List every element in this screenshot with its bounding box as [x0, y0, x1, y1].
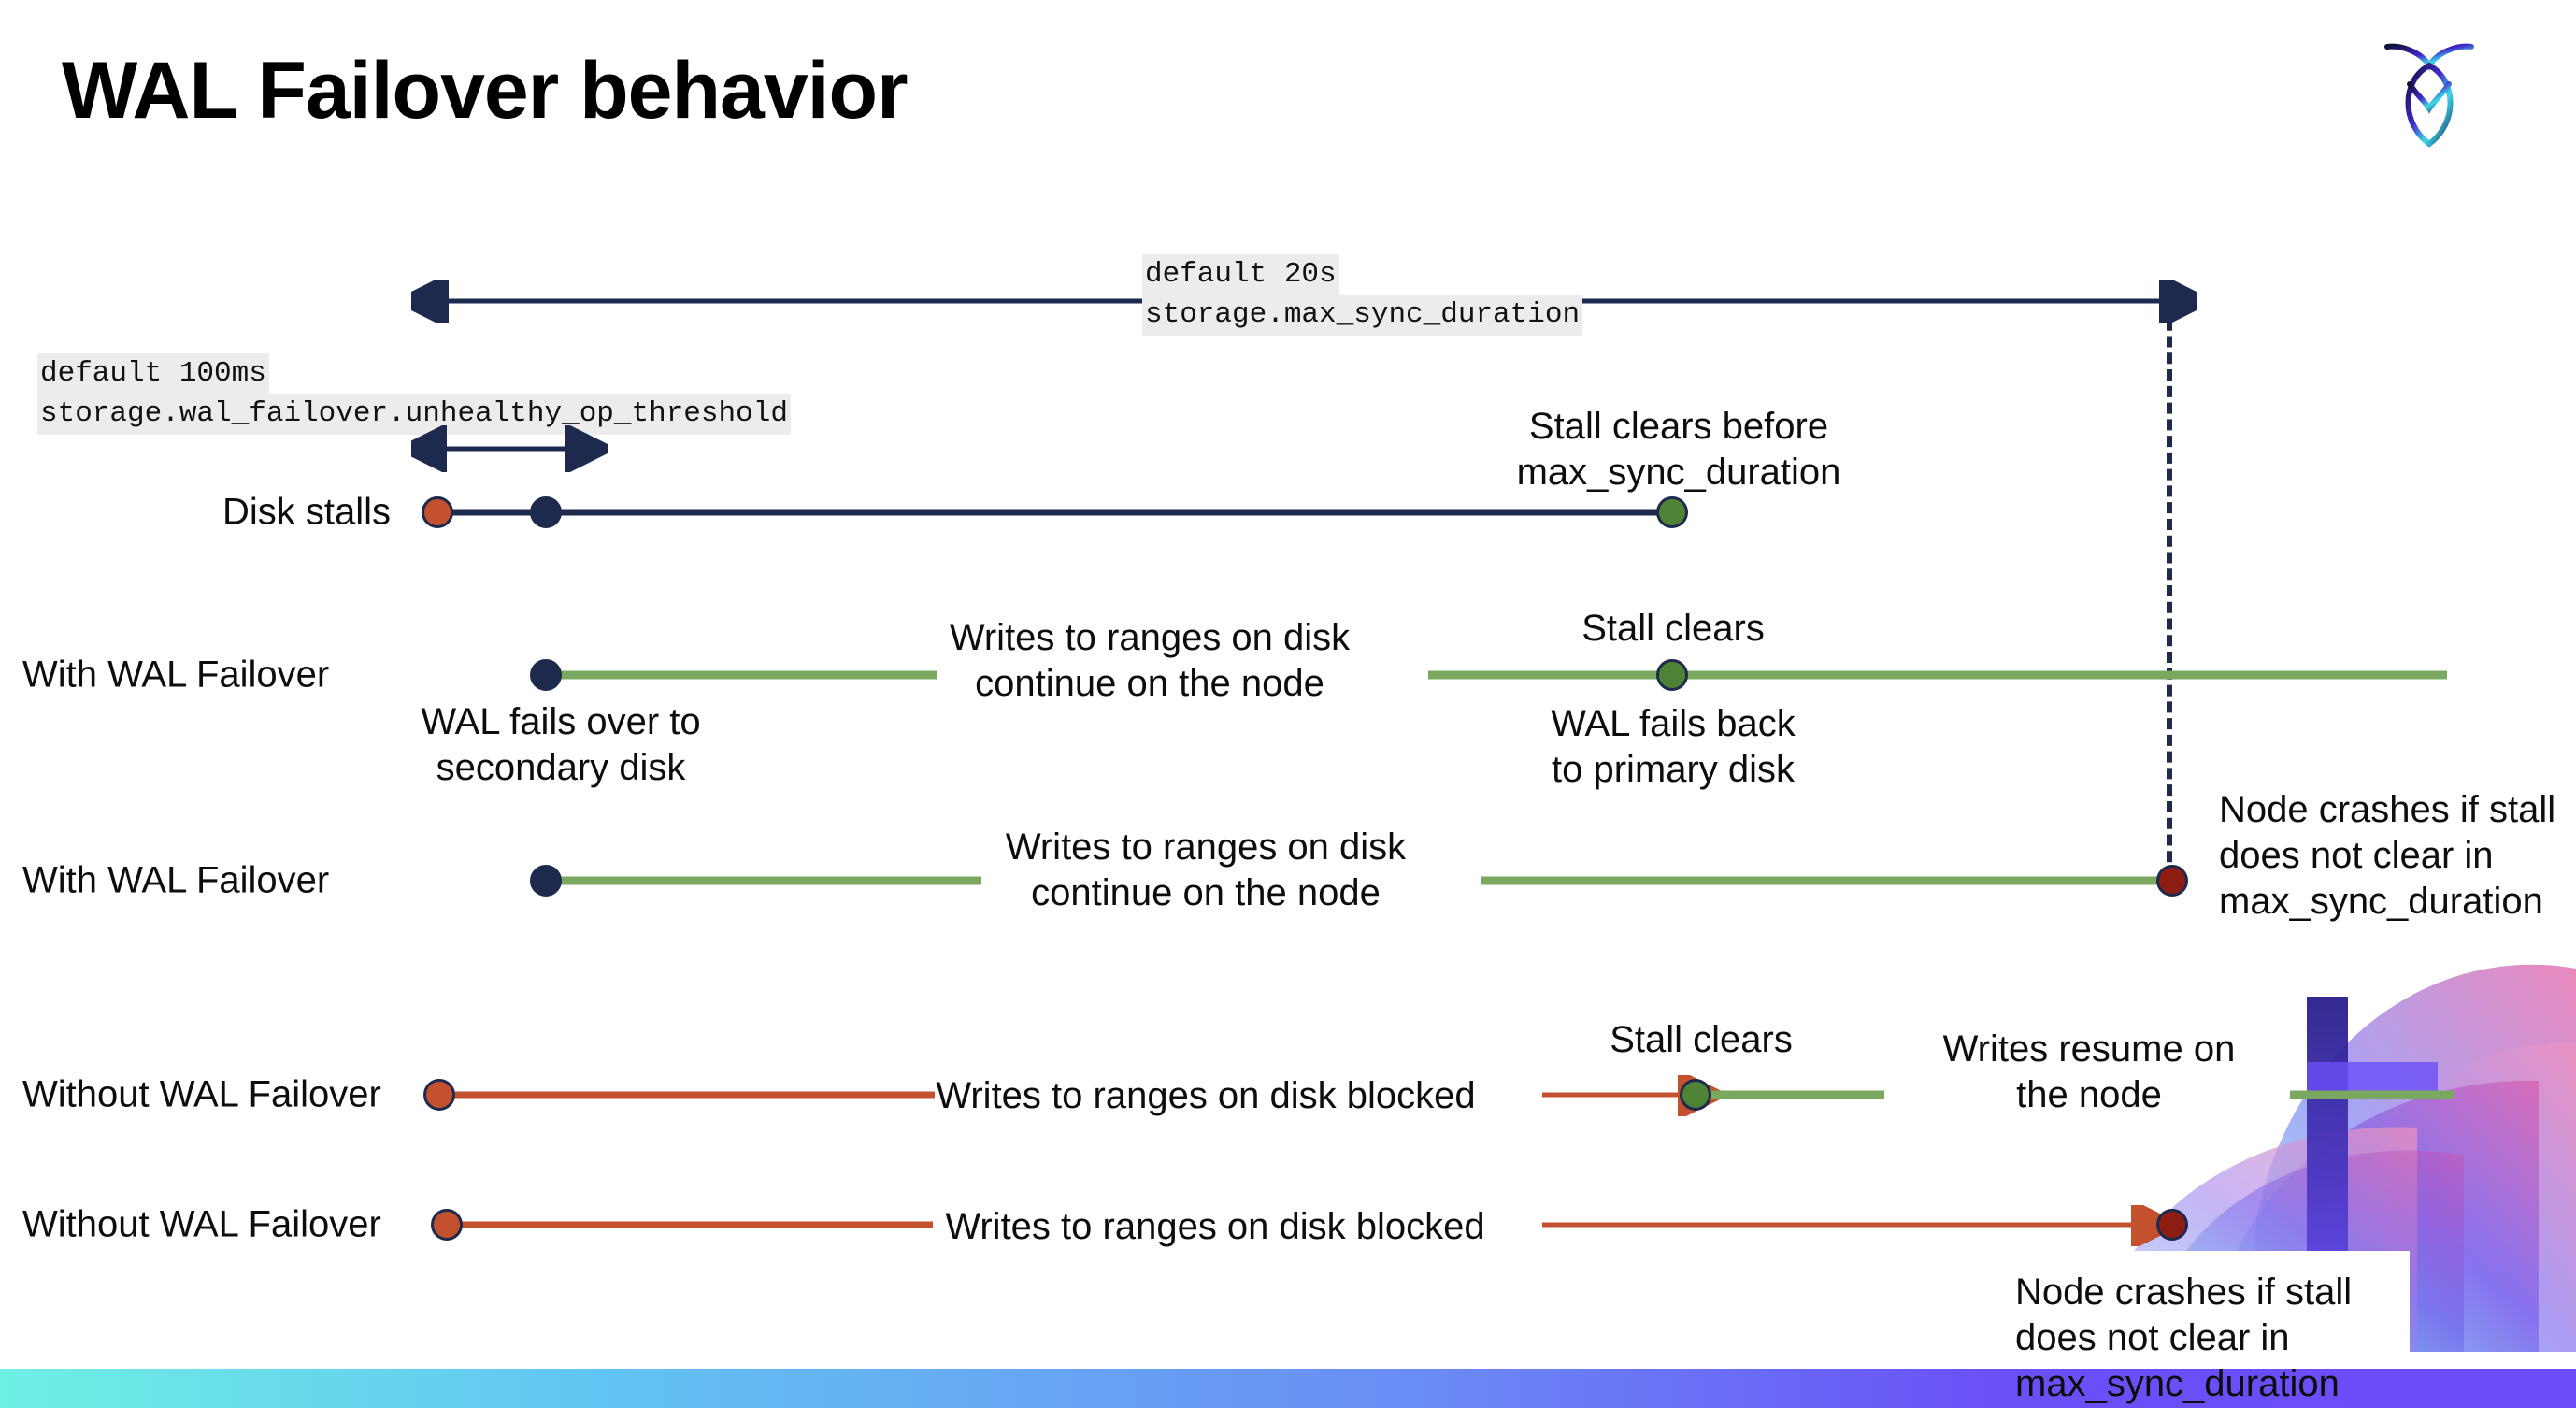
wal-failover-secondary-segment-2 [546, 876, 981, 885]
disk-stall-clear-dot [1656, 496, 1688, 528]
annotation-writes-resume: Writes resume on the node [1942, 1028, 2236, 1115]
without-wal-resume-segment-1 [1701, 1090, 1884, 1099]
annotation-stall-clears-2: Stall clears [1610, 1019, 1793, 1060]
page-title: WAL Failover behavior [62, 46, 909, 136]
annotation-node-crashes-1: Node crashes if stall does not clear in … [2219, 789, 2556, 922]
disk-stall-start-dot [422, 496, 453, 528]
wal-failover-node-crash-dot [2156, 865, 2188, 897]
unhealthy-op-default-chip: default 100ms [37, 353, 269, 395]
unhealthy-op-threshold-span-arrow [411, 425, 608, 472]
row-label-without-wal-failover-2: Without WAL Failover [22, 1203, 381, 1245]
wal-failover-stall-clear-dot-1 [1656, 659, 1688, 691]
cockroach-logo-icon [2368, 26, 2490, 157]
annotation-writes-blocked-2: Writes to ranges on disk blocked [945, 1206, 1485, 1247]
wal-failover-start-dot-2 [530, 865, 562, 897]
annotation-stall-clears-before-max: Stall clears before max_sync_duration [1516, 406, 1841, 493]
without-wal-blocked-arrow-1 [1542, 1075, 1729, 1116]
without-wal-resume-segment-1b [2290, 1090, 2454, 1099]
disk-stall-threshold-dot [530, 496, 562, 528]
wal-failover-secondary-segment-2b [1481, 876, 2172, 885]
annotation-writes-continue-1: Writes to ranges on disk continue on the… [949, 617, 1351, 704]
row-label-with-wal-failover-1: With WAL Failover [22, 654, 330, 696]
row-label-with-wal-failover-2: With WAL Failover [22, 859, 330, 901]
without-wal-node-crash-dot [2156, 1209, 2188, 1241]
row-label-disk-stalls: Disk stalls [222, 491, 392, 533]
disk-stall-timeline-segment [437, 509, 1681, 516]
without-wal-blocked-segment-1 [439, 1091, 935, 1099]
wal-failover-start-dot-1 [530, 659, 562, 691]
without-wal-blocked-arrow-2 [1542, 1205, 2178, 1246]
annotation-wal-fails-over: WAL fails over to secondary disk [421, 701, 701, 788]
without-wal-blocked-segment-2 [447, 1221, 933, 1228]
annotation-writes-continue-2: Writes to ranges on disk continue on the… [1005, 826, 1407, 913]
max-sync-default-chip: default 20s [1142, 254, 1339, 295]
wal-failover-primary-segment-1 [1428, 670, 2447, 680]
annotation-node-crashes-2: Node crashes if stall does not clear in … [2015, 1272, 2353, 1404]
wal-failover-secondary-segment-1 [546, 670, 937, 680]
annotation-writes-blocked-1: Writes to ranges on disk blocked [936, 1075, 1476, 1116]
without-wal-stall-start-dot-1 [423, 1079, 455, 1111]
annotation-stall-clears-1: Stall clears [1581, 608, 1765, 649]
max-sync-deadline-dashed-line [2167, 303, 2172, 879]
without-wal-stall-clear-dot [1680, 1079, 1711, 1111]
max-sync-setting-chip: storage.max_sync_duration [1142, 295, 1583, 336]
row-label-without-wal-failover-1: Without WAL Failover [22, 1073, 381, 1115]
bottom-gradient-bar [0, 1369, 2576, 1408]
annotation-wal-fails-back: WAL fails back to primary disk [1551, 703, 1796, 790]
without-wal-stall-start-dot-2 [431, 1209, 463, 1241]
